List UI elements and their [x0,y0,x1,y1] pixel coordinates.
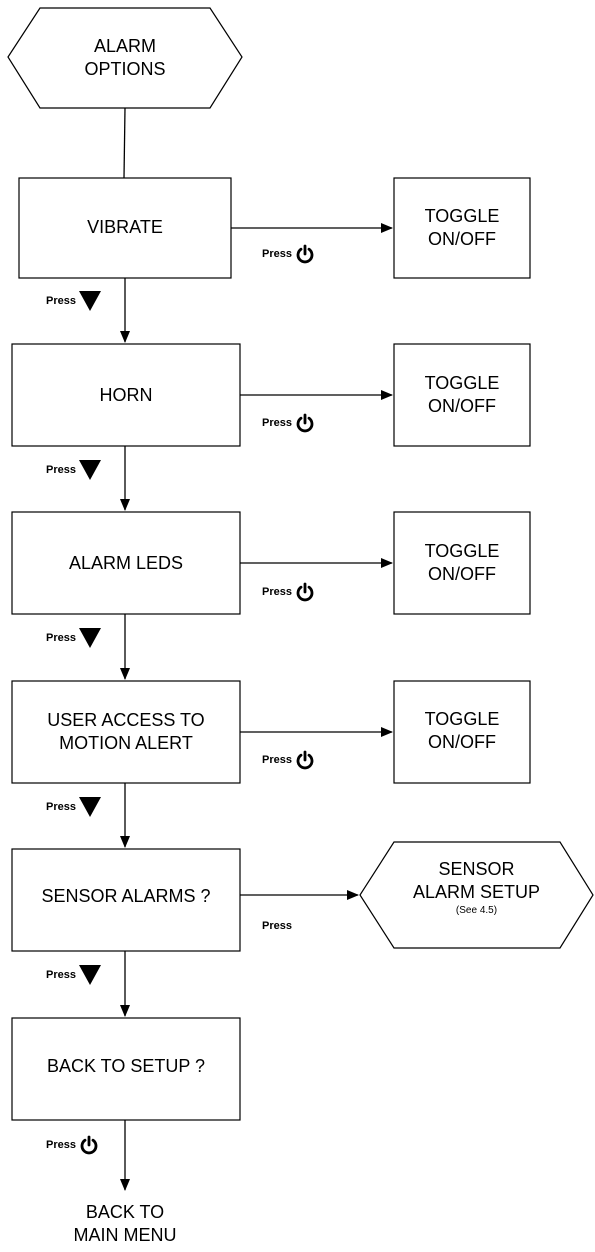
action-box-toggle-4 [393,680,531,784]
state-box-vibrate [18,177,232,279]
state-label-horn: HORN [12,384,240,407]
press-power-label-4: Press [262,750,315,770]
state-label-line1: ALARM LEDS [68,553,184,573]
state-label-user-access: USER ACCESS TO MOTION ALERT [12,709,240,755]
action-label-toggle-4: TOGGLE ON/OFF [394,708,530,754]
down-triangle-icon [78,628,101,648]
state-label-line1: BACK TO SETUP ? [46,1056,206,1076]
action-label-line1: TOGGLE [424,206,500,226]
state-label-line1: HORN [99,385,153,405]
press-down-label-2: Press [46,460,101,480]
end-label: BACK TO MAIN MENU [40,1201,210,1247]
action-label-toggle-2: TOGGLE ON/OFF [394,372,530,418]
start-label: ALARM OPTIONS [8,35,242,81]
press-down-label-4: Press [46,797,101,817]
action-label-toggle-3: TOGGLE ON/OFF [394,540,530,586]
state-label-line1: SENSOR ALARMS ? [41,886,211,906]
power-icon [296,413,314,433]
press-text: Press [46,801,76,813]
state-label-vibrate: VIBRATE [19,216,231,239]
press-text: Press [262,248,292,260]
press-power-label-2: Press [262,413,315,433]
state-label-line1: USER ACCESS TO [47,710,205,730]
press-power-label-exit: Press [46,1135,99,1155]
press-text: Press [46,632,76,644]
state-box-sensor-alarms [11,848,241,952]
state-label-line1: VIBRATE [87,217,163,237]
action-box-toggle-3 [393,511,531,615]
action-label-line1: TOGGLE [424,709,500,729]
state-box-horn [11,343,241,447]
sensor-setup-line2: ALARM SETUP [412,882,541,902]
press-down-label-1: Press [46,291,101,311]
start-hexagon [7,7,243,109]
start-label-line1: ALARM [93,36,156,56]
action-label-toggle-1: TOGGLE ON/OFF [394,205,530,251]
press-text: Press [262,417,292,429]
press-text: Press [46,295,76,307]
state-label-line2: MOTION ALERT [59,733,193,753]
action-label-line2: ON/OFF [428,396,496,416]
state-box-user-access [11,680,241,784]
start-label-line2: OPTIONS [84,59,166,79]
press-text: Press [46,464,76,476]
sensor-setup-line1: SENSOR [438,859,515,879]
down-triangle-icon [78,965,101,985]
press-down-label-5: Press [46,965,101,985]
press-text: Press [46,969,76,981]
action-label-line2: ON/OFF [428,564,496,584]
press-down-label-3: Press [46,628,101,648]
press-text: Press [46,1139,76,1151]
power-icon [296,750,314,770]
down-triangle-icon [78,291,101,311]
action-label-line1: TOGGLE [424,541,500,561]
state-box-alarm-leds [11,511,241,615]
state-label-back-to-setup: BACK TO SETUP ? [12,1055,240,1078]
sensor-setup-hexagon [359,841,594,949]
state-label-alarm-leds: ALARM LEDS [12,552,240,575]
power-icon [296,582,314,602]
action-box-toggle-2 [393,343,531,447]
press-power-label-1: Press [262,244,315,264]
power-icon [296,244,314,264]
sensor-setup-label: SENSOR ALARM SETUP (See 4.5) [360,858,593,918]
state-label-sensor-alarms: SENSOR ALARMS ? [12,885,240,908]
press-text: Press [262,586,292,598]
down-triangle-icon [78,460,101,480]
action-box-toggle-1 [393,177,531,279]
press-text: Press [262,754,292,766]
end-label-line1: BACK TO [85,1202,165,1222]
press-power-label-3: Press [262,582,315,602]
power-icon [80,1135,98,1155]
press-text: Press [262,920,292,932]
down-triangle-icon [78,797,101,817]
sensor-setup-note: (See 4.5) [455,905,498,916]
action-label-line2: ON/OFF [428,229,496,249]
action-label-line1: TOGGLE [424,373,500,393]
action-label-line2: ON/OFF [428,732,496,752]
end-label-line2: MAIN MENU [73,1225,177,1245]
state-box-back-to-setup [11,1017,241,1121]
press-label-sensor: Press [262,920,292,932]
